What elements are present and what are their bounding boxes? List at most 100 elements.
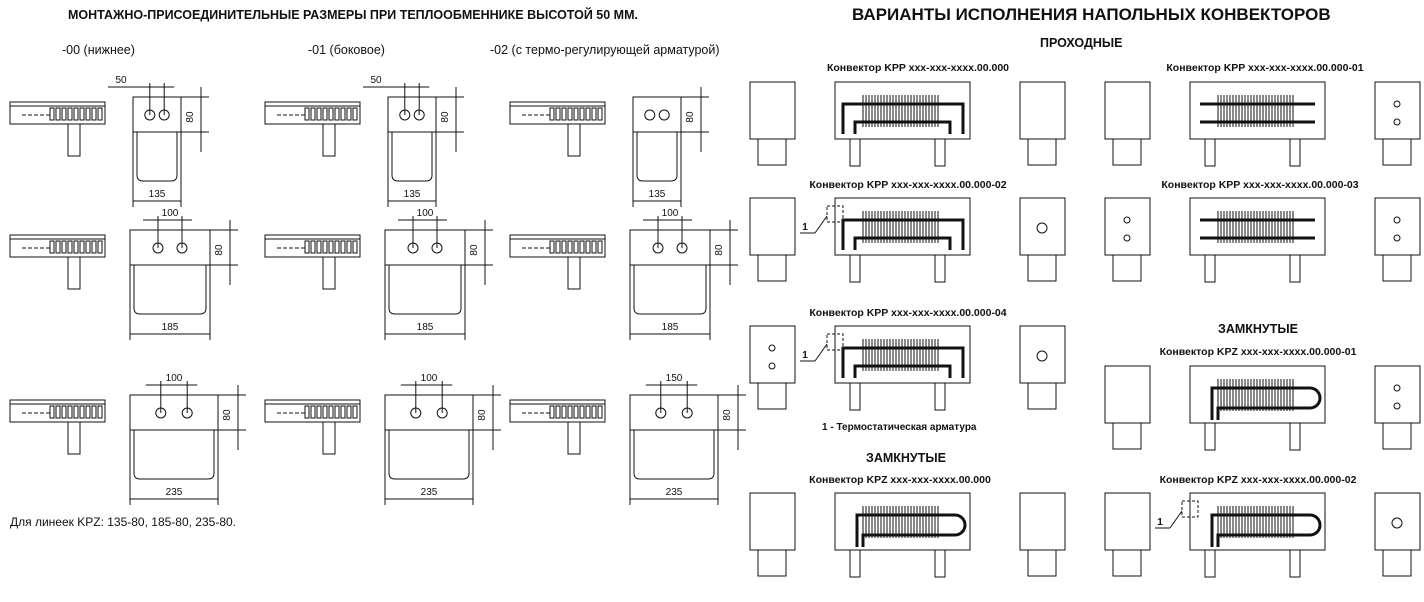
front-view-top <box>629 229 711 266</box>
fin <box>567 240 573 254</box>
fin <box>561 405 567 419</box>
side-view-box <box>1104 81 1151 140</box>
pipe-outlet-icon <box>768 362 776 370</box>
side-view-leg <box>1112 549 1142 577</box>
fin <box>322 240 328 254</box>
return-pipe <box>853 236 952 250</box>
front-view-top <box>629 394 719 431</box>
convector-leg <box>849 138 861 167</box>
fin <box>316 240 322 254</box>
fin <box>67 405 73 419</box>
front-view-top <box>129 229 211 266</box>
fin <box>597 405 603 419</box>
fin <box>346 405 352 419</box>
fin <box>549 107 555 121</box>
heat-exchanger-fins <box>1217 506 1294 538</box>
variant-label: Конвектор KPP xxx-xxx-xxxx.00.000-01 <box>1166 62 1364 74</box>
side-view-box <box>1019 492 1066 551</box>
convector-body <box>834 81 971 140</box>
fin <box>67 240 73 254</box>
side-view-body <box>509 234 606 258</box>
convector-leg <box>934 382 946 411</box>
side-view-leg <box>322 421 336 455</box>
connector <box>658 109 670 121</box>
side-view-box <box>1019 197 1066 256</box>
fin <box>579 107 585 121</box>
fin <box>55 405 61 419</box>
side-view-leg <box>567 421 581 455</box>
side-view-box <box>1374 365 1421 424</box>
pipe-outlet-icon <box>1123 234 1131 242</box>
side-view-box <box>1019 325 1066 384</box>
fin <box>549 405 555 419</box>
convector-leg <box>1204 254 1216 283</box>
convector-variant-4: 1 <box>749 325 1066 411</box>
right-title: ВАРИАНТЫ ИСПОЛНЕНИЯ НАПОЛЬНЫХ КОНВЕКТОРО… <box>852 5 1331 24</box>
fin <box>304 405 310 419</box>
connector <box>644 109 656 121</box>
side-view-leg <box>322 256 336 290</box>
fin <box>61 405 67 419</box>
front-view-housing <box>391 132 433 182</box>
fin <box>91 107 97 121</box>
convector-body <box>834 325 971 384</box>
side-view-box <box>1104 197 1151 256</box>
side-view-leg <box>67 256 81 290</box>
fin <box>579 405 585 419</box>
fin <box>61 240 67 254</box>
side-view-leg <box>757 138 787 166</box>
front-view-top <box>384 394 474 431</box>
kpz-note: Для линеек KPZ: 135-80, 185-80, 235-80. <box>10 515 236 529</box>
side-view-leg <box>567 256 581 290</box>
fin <box>334 240 340 254</box>
convector-leg <box>1289 254 1301 283</box>
pipe-outlet-icon <box>768 344 776 352</box>
convector-body <box>1189 365 1326 424</box>
fin <box>85 405 91 419</box>
fin <box>304 240 310 254</box>
width-dimension: 235 <box>166 487 183 498</box>
side-view-leg <box>1112 254 1142 282</box>
fin <box>567 107 573 121</box>
front-view-top <box>632 96 682 133</box>
side-view-body <box>9 399 106 423</box>
height-dimension: 80 <box>469 244 480 256</box>
side-view-leg <box>1027 254 1057 282</box>
height-dimension: 80 <box>214 244 225 256</box>
side-view-body <box>9 234 106 258</box>
side-view-box <box>749 325 796 384</box>
fin <box>97 405 103 419</box>
side-view-leg <box>1112 422 1142 450</box>
convector-leg <box>1204 138 1216 167</box>
fin <box>352 405 358 419</box>
fin <box>97 107 103 121</box>
fin <box>91 240 97 254</box>
return-pipe <box>853 364 952 378</box>
height-dimension: 80 <box>714 244 725 256</box>
supply-pipe <box>841 102 965 134</box>
convector-variant-5 <box>1104 365 1421 451</box>
width-dimension: 235 <box>421 487 438 498</box>
closed-loop-pipe <box>855 513 967 547</box>
fin <box>79 107 85 121</box>
fin <box>322 405 328 419</box>
convector-variant-3 <box>1104 197 1421 283</box>
fin <box>73 405 79 419</box>
pipe-outlet-icon <box>1393 402 1401 410</box>
fin <box>340 405 346 419</box>
width-dimension: 185 <box>417 322 434 333</box>
fin <box>85 107 91 121</box>
fin <box>310 107 316 121</box>
fin <box>304 107 310 121</box>
thermostatic-valve <box>826 333 844 351</box>
fin <box>585 405 591 419</box>
fin <box>561 240 567 254</box>
convector-leg <box>1204 549 1216 578</box>
thermostat-outlet-icon <box>1391 517 1403 529</box>
fin <box>549 240 555 254</box>
section-closed-right: ЗАМКНУТЫЕ <box>1218 322 1298 336</box>
pipe-outlet-icon <box>1393 118 1401 126</box>
